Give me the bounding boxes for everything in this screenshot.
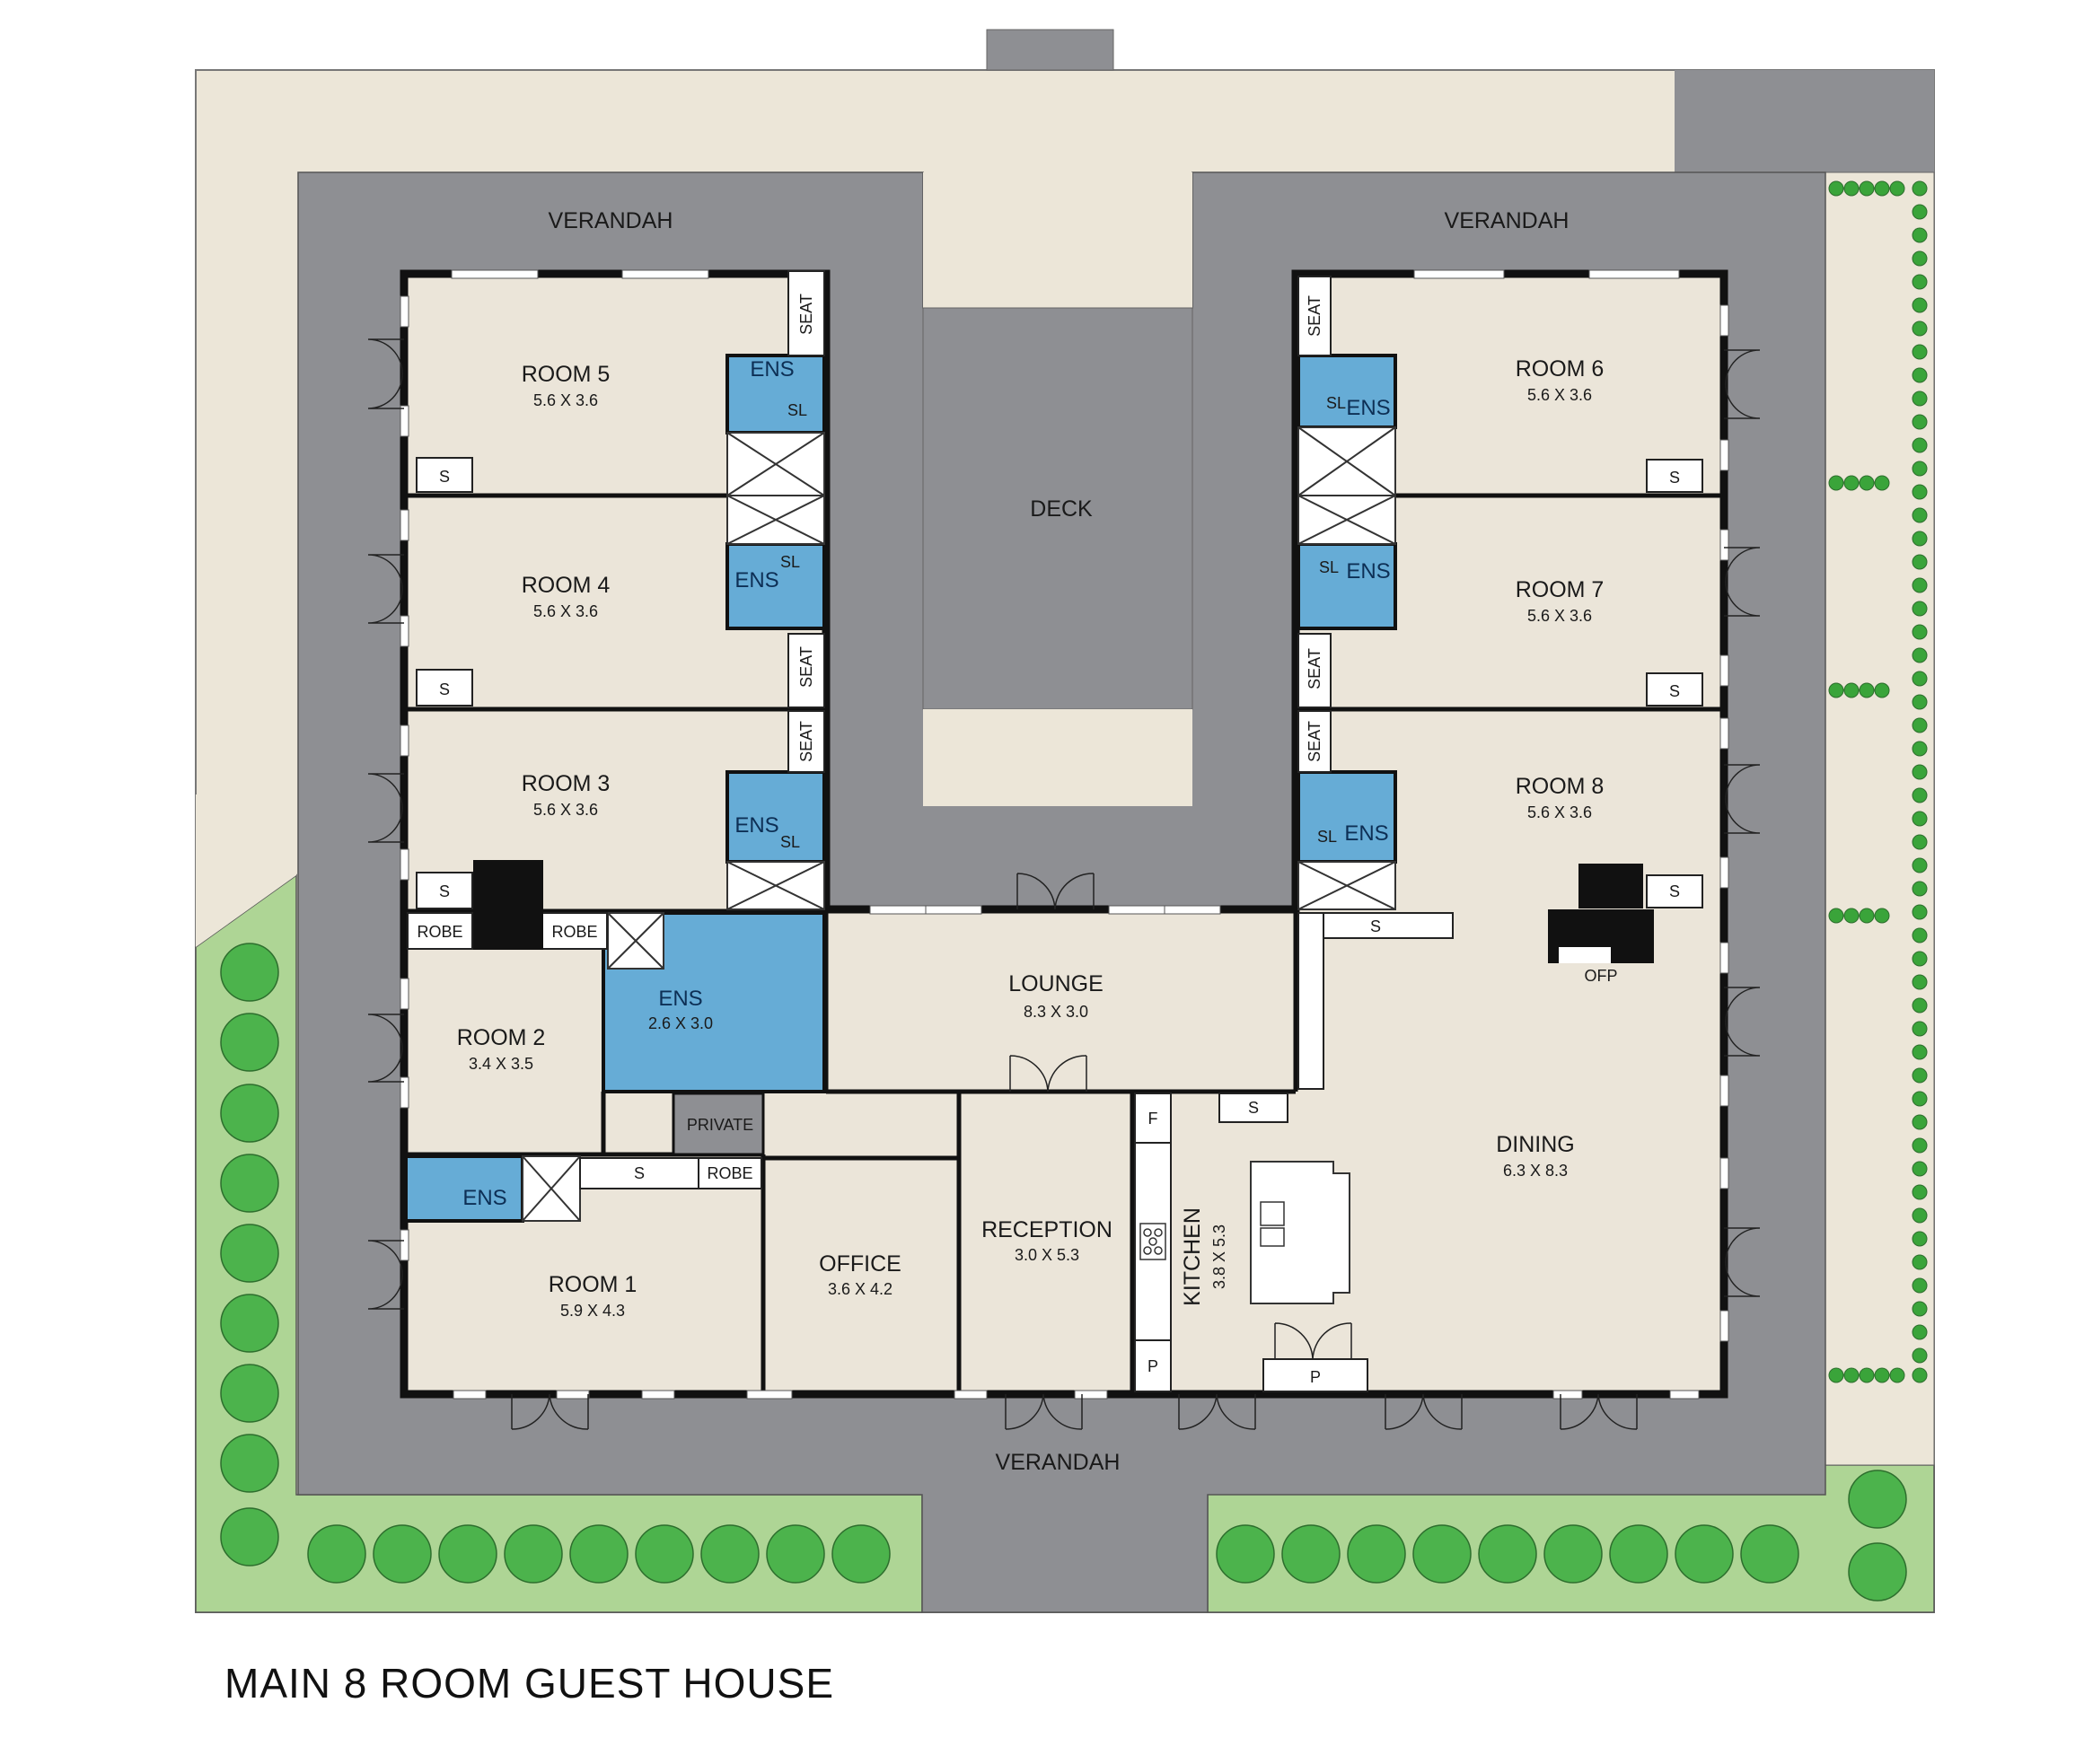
seat-label-room4: SEAT (797, 646, 815, 688)
ens-main-dim: 2.6 X 3.0 (648, 1014, 713, 1032)
verandah-right-label: VERANDAH (1445, 208, 1570, 233)
fridge-label: F (1148, 1110, 1158, 1128)
ens-label-room5: ENS (750, 357, 794, 382)
lounge-name: LOUNGE (1008, 971, 1104, 996)
sl-label-room5: SL (787, 401, 807, 419)
room4-name: ROOM 4 (522, 573, 611, 598)
dining-name: DINING (1496, 1132, 1575, 1157)
robe-label-3: ROBE (707, 1164, 752, 1182)
kitchen-island (1250, 1161, 1350, 1304)
private-area (672, 1092, 765, 1156)
room6-name: ROOM 6 (1516, 356, 1605, 382)
storage-units (407, 270, 1703, 1392)
sl-label-room4: SL (780, 553, 800, 571)
s-label-dining: S (1370, 917, 1381, 935)
s-label-room6: S (1669, 469, 1680, 487)
hedge-right (1828, 180, 1905, 1383)
sl-label-room6: SL (1326, 394, 1346, 412)
s-label-kitchen: S (1248, 1099, 1259, 1117)
hedge-right-column (1912, 180, 1928, 1383)
pantry-label-1: P (1148, 1357, 1158, 1375)
s-label-room5: S (439, 468, 450, 486)
office-name: OFFICE (819, 1251, 901, 1277)
verandah-left-label: VERANDAH (549, 208, 673, 233)
paved-pad (1675, 70, 1934, 172)
seat-label-room8: SEAT (1306, 721, 1323, 762)
room7-dim: 5.6 X 3.6 (1527, 607, 1592, 625)
s-label-room3: S (439, 882, 450, 900)
room6-dim: 5.6 X 3.6 (1527, 386, 1592, 404)
pantry-label-2: P (1310, 1368, 1321, 1386)
seat-label-room5: SEAT (797, 294, 815, 335)
ens-label-room3: ENS (734, 813, 778, 838)
room3-name: ROOM 3 (522, 771, 611, 796)
robe-label-1: ROBE (417, 923, 462, 941)
windows (400, 269, 1729, 1400)
s-label-room7: S (1669, 682, 1680, 700)
reception-dim: 3.0 X 5.3 (1015, 1246, 1079, 1264)
ensuite-areas (404, 354, 1397, 1223)
ens-room4 (725, 542, 826, 630)
deck (922, 307, 1193, 710)
ens-label-room1: ENS (462, 1186, 506, 1210)
sink (1260, 1201, 1285, 1226)
room3-dim: 5.6 X 3.6 (533, 801, 598, 819)
room8-name: ROOM 8 (1516, 774, 1605, 799)
chimney-right (1578, 864, 1643, 908)
room4-dim: 5.6 X 3.6 (533, 602, 598, 620)
ens-label-room6: ENS (1346, 396, 1390, 420)
ofp-label: OFP (1584, 967, 1617, 985)
office-dim: 3.6 X 4.2 (828, 1280, 893, 1298)
ens-room5 (725, 354, 826, 434)
deck-lawn (923, 709, 1192, 806)
ens-room8 (1297, 770, 1397, 864)
sl-label-room3: SL (780, 833, 800, 851)
fireplace-hearth (1559, 947, 1611, 963)
ens-main-name: ENS (658, 987, 702, 1011)
s-label-room1: S (634, 1164, 645, 1182)
room8-dim: 5.6 X 3.6 (1527, 803, 1592, 821)
s-label-room4: S (439, 680, 450, 698)
verandah-bottom-label: VERANDAH (996, 1450, 1121, 1475)
sl-label-room8: SL (1317, 828, 1337, 846)
room1-name: ROOM 1 (549, 1272, 638, 1297)
room5-dim: 5.6 X 3.6 (533, 391, 598, 409)
room5-name: ROOM 5 (522, 362, 611, 387)
room1-dim: 5.9 X 4.3 (560, 1302, 625, 1320)
seat-label-room6: SEAT (1306, 295, 1323, 337)
seat-label-room7: SEAT (1306, 648, 1323, 689)
shower-boxes (522, 426, 1396, 1222)
chimney-left (473, 860, 543, 950)
ens-label-room8: ENS (1344, 821, 1388, 846)
ens-label-room7: ENS (1346, 559, 1390, 584)
ens-room3 (725, 770, 826, 864)
seat-label-room3: SEAT (797, 721, 815, 762)
reception-name: RECEPTION (981, 1217, 1112, 1242)
trees-bottom-left (307, 1524, 891, 1584)
ens-label-room4: ENS (734, 568, 778, 592)
room2-name: ROOM 2 (457, 1025, 546, 1050)
sl-label-room7: SL (1319, 558, 1339, 576)
trees-bottom-right (1216, 1470, 1907, 1602)
robe-label-2: ROBE (551, 923, 597, 941)
garden-driveway-left (196, 794, 296, 947)
sink-2 (1260, 1227, 1285, 1247)
dining-dim: 6.3 X 8.3 (1503, 1162, 1568, 1180)
private-label: PRIVATE (687, 1116, 753, 1134)
trees-left (220, 943, 279, 1567)
kitchen-name: KITCHEN (1180, 1207, 1205, 1306)
lounge-dim: 8.3 X 3.0 (1024, 1003, 1088, 1021)
room2-dim: 3.4 X 3.5 (469, 1055, 533, 1073)
driveway-top (986, 29, 1114, 71)
cooktop-icon (1139, 1223, 1166, 1260)
deck-label: DECK (1030, 496, 1093, 522)
kitchen-dim: 3.8 X 5.3 (1210, 1224, 1228, 1289)
ens-room7 (1297, 542, 1397, 630)
s-label-room8: S (1669, 882, 1680, 900)
room7-name: ROOM 7 (1516, 577, 1605, 602)
deck-yard (923, 172, 1192, 308)
plan-title: MAIN 8 ROOM GUEST HOUSE (224, 1660, 835, 1707)
doors (367, 338, 1761, 1430)
